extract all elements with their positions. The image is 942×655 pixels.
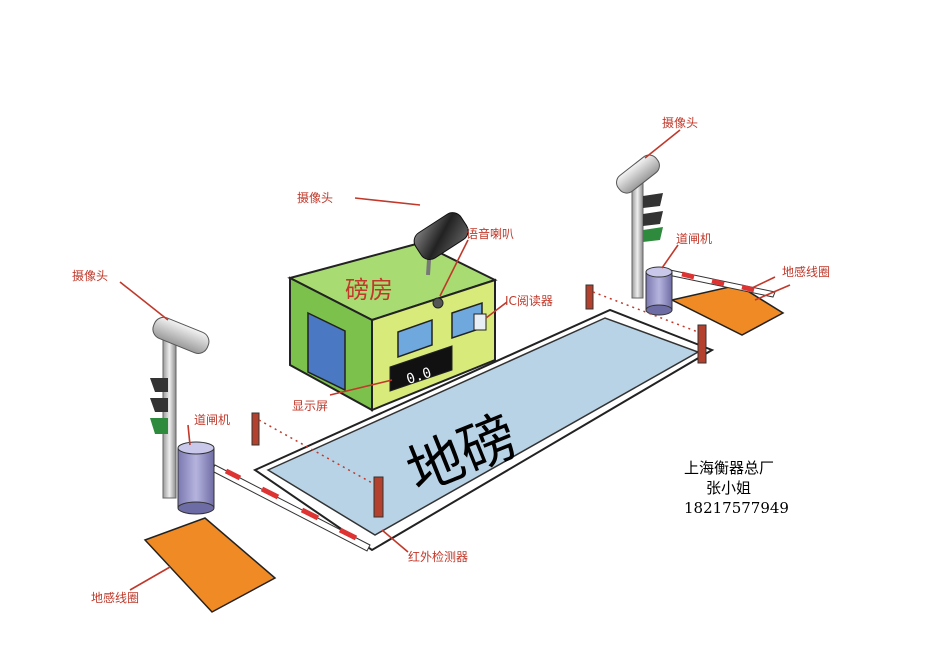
camera-booth-icon xyxy=(413,212,469,276)
ir-detector-posts xyxy=(251,284,707,518)
booth-window-left xyxy=(397,318,433,359)
camera-pole-left xyxy=(150,316,210,499)
weigh-booth xyxy=(287,241,498,412)
label-camera-left: 摄像头 xyxy=(72,268,108,283)
label-ic-reader: IC阅读器 xyxy=(505,294,553,308)
gate-machine-right xyxy=(645,266,673,316)
camera-pole-right xyxy=(616,154,663,299)
ground-loop-left xyxy=(143,517,277,613)
label-gate-left: 道闸机 xyxy=(194,413,230,427)
gate-machine-left xyxy=(177,441,215,515)
label-speaker: 语音喇叭 xyxy=(466,226,514,241)
label-camera-booth: 摄像头 xyxy=(297,190,333,205)
label-ir-detector: 红外检测器 xyxy=(408,549,468,564)
display-value: 0.0 xyxy=(405,365,434,388)
label-loop-right: 地感线圈 xyxy=(782,264,830,279)
ground-loop-right xyxy=(669,284,785,336)
booth-name: 磅房 xyxy=(345,276,393,304)
label-loop-left: 地感线圈 xyxy=(91,590,139,605)
label-display-screen: 显示屏 xyxy=(292,399,328,413)
callout-lines xyxy=(119,129,791,591)
contact-company: 上海衡器总厂 xyxy=(684,459,775,477)
label-camera-top-right: 摄像头 xyxy=(662,115,698,130)
ic-reader-device xyxy=(473,313,487,331)
contact-phone: 18217577949 xyxy=(684,499,789,517)
label-gate-right: 道闸机 xyxy=(676,232,712,246)
booth-door xyxy=(307,311,346,392)
contact-info: 上海衡器总厂 张小姐 18217577949 xyxy=(684,458,789,518)
display-screen xyxy=(389,345,453,392)
contact-person: 张小姐 xyxy=(706,479,752,497)
speaker-icon xyxy=(432,297,444,309)
